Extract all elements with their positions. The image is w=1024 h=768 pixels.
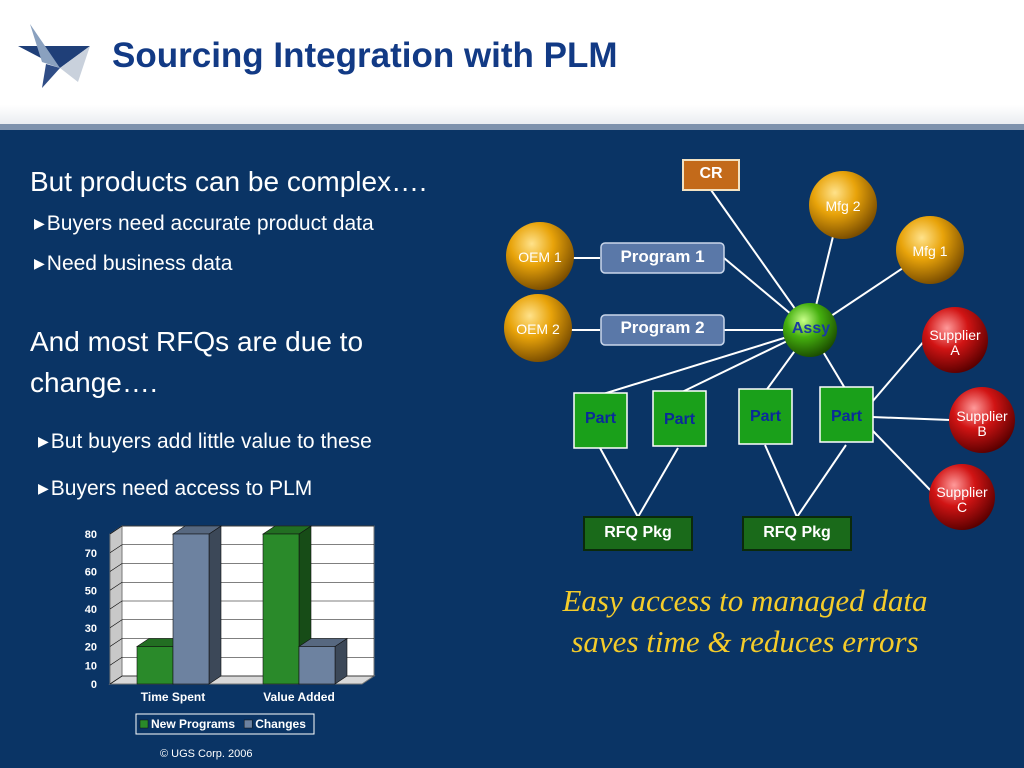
chart-x-tick-label: Value Added bbox=[263, 690, 335, 704]
part-box-2 bbox=[652, 390, 707, 447]
part-label-1: Part bbox=[584, 410, 617, 427]
chart-x-ticks: Time Spent Value Added bbox=[141, 690, 335, 704]
footer-copyright: © UGS Corp. 2006 bbox=[160, 748, 253, 760]
chart-y-tick-label: 30 bbox=[85, 623, 97, 635]
supplier-a-sphere bbox=[922, 307, 988, 373]
supplier-c-sphere bbox=[929, 464, 995, 530]
rfq-box-1 bbox=[583, 516, 693, 551]
chart-y-tick-label: 10 bbox=[85, 660, 97, 672]
mfg-1-sphere bbox=[896, 216, 964, 284]
mfg-2-label: Mfg 2 bbox=[825, 198, 861, 214]
ugs-logo-icon bbox=[18, 24, 90, 88]
chart-y-tick-label: 50 bbox=[85, 585, 97, 597]
part-label-3: Part bbox=[749, 408, 782, 425]
oem-1-label: OEM 1 bbox=[518, 249, 562, 265]
oem-2-label: OEM 2 bbox=[516, 321, 560, 337]
chart-y-tick-label: 0 bbox=[91, 679, 97, 691]
mfg-2-sphere bbox=[809, 171, 877, 239]
part-box-4 bbox=[819, 386, 874, 443]
mfg-1-label: Mfg 1 bbox=[912, 243, 948, 259]
header-bar bbox=[0, 0, 1024, 128]
section1-bullet-1: ▶Buyers need accurate product data bbox=[34, 212, 374, 235]
rfq-box-2 bbox=[742, 516, 852, 551]
chart-y-tick-label: 40 bbox=[85, 604, 97, 616]
cr-box bbox=[682, 159, 740, 191]
program-1-label: Program 1 bbox=[620, 247, 705, 266]
section2-bullet-1: ▶But buyers add little value to these bbox=[38, 430, 372, 453]
oem-2-sphere bbox=[504, 294, 572, 362]
section1-bullet-2: ▶Need business data bbox=[34, 252, 233, 275]
cr-label: CR bbox=[699, 165, 723, 182]
assy-sphere bbox=[783, 303, 837, 357]
chart-y-tick-label: 20 bbox=[85, 642, 97, 654]
chart-y-ticks: 0 10 20 30 40 50 60 70 80 bbox=[85, 529, 97, 691]
chart-y-tick-label: 60 bbox=[85, 567, 97, 579]
chart-legend-label: Changes bbox=[255, 717, 306, 731]
chart-y-tick-label: 80 bbox=[85, 529, 97, 541]
header-divider bbox=[0, 124, 1024, 130]
rfq-label-1: RFQ Pkg bbox=[604, 524, 672, 541]
part-box-3 bbox=[738, 388, 793, 445]
bullet-arrow-icon: ▶ bbox=[38, 480, 49, 496]
supplier-b-sphere bbox=[949, 387, 1015, 453]
section2-bullet-2: ▶Buyers need access to PLM bbox=[38, 477, 313, 500]
bullet-arrow-icon: ▶ bbox=[34, 255, 45, 271]
part-label-2: Part bbox=[663, 411, 696, 428]
bullet-arrow-icon: ▶ bbox=[34, 215, 45, 231]
bullet-arrow-icon: ▶ bbox=[38, 433, 49, 449]
chart-legend-swatch bbox=[243, 719, 253, 729]
program-1-box bbox=[600, 242, 725, 274]
chart-bars bbox=[136, 525, 348, 685]
tagline: Easy access to managed data saves time &… bbox=[562, 583, 928, 659]
rfq-label-2: RFQ Pkg bbox=[763, 524, 831, 541]
chart-legend-label: New Programs bbox=[151, 717, 235, 731]
section2-heading-line1: And most RFQs are due to bbox=[30, 326, 364, 357]
assy-label: Assy bbox=[791, 320, 831, 337]
chart-y-tick-label: 70 bbox=[85, 548, 97, 560]
part-box-1 bbox=[573, 392, 628, 449]
section2-heading-line2: change…. bbox=[30, 367, 158, 398]
oem-1-sphere bbox=[506, 222, 574, 290]
chart-bar bbox=[172, 525, 222, 685]
chart-x-tick-label: Time Spent bbox=[141, 690, 205, 704]
part-label-4: Part bbox=[830, 408, 863, 425]
chart-bar bbox=[298, 637, 348, 685]
program-2-label: Program 2 bbox=[620, 318, 705, 337]
connector-lines bbox=[568, 189, 951, 518]
chart-legend: New Programs Changes bbox=[135, 713, 315, 735]
page-title: Sourcing Integration with PLM bbox=[112, 36, 618, 75]
chart-legend-box bbox=[135, 713, 315, 735]
chart-legend-swatch bbox=[139, 719, 149, 729]
program-2-box bbox=[600, 314, 725, 346]
section1-heading: But products can be complex…. bbox=[30, 166, 427, 197]
